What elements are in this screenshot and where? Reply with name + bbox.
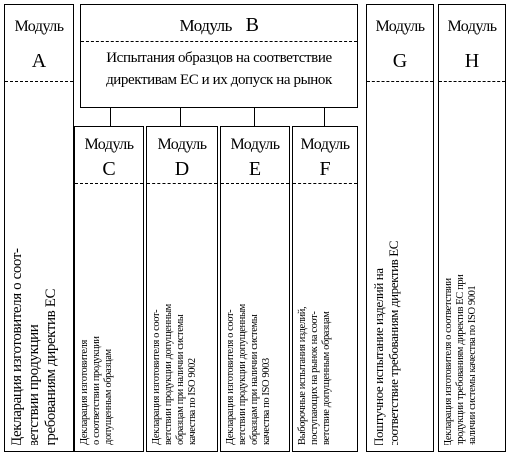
module-g-text: Поштучное испытание изделий на соответст… xyxy=(371,240,401,445)
module-h-letter: H xyxy=(464,50,480,72)
module-h-word: Модуль xyxy=(447,18,497,35)
module-h-text: Декларация изготовителя о соответствии п… xyxy=(443,274,478,445)
module-c-word: Модуль xyxy=(84,136,134,153)
module-b-divider xyxy=(81,41,357,42)
module-a-divider xyxy=(5,81,73,82)
module-e-text: Декларация изготовителя о соот- ветствии… xyxy=(225,304,272,445)
module-b-letter: B xyxy=(245,14,259,36)
module-g: Модуль G Поштучное испытание изделий на … xyxy=(366,4,434,452)
module-e: Модуль E Декларация изготовителя о соот-… xyxy=(220,126,290,452)
module-g-divider xyxy=(367,81,433,82)
module-a-text: Декларация изготовителя о соот- ветствии… xyxy=(9,248,59,445)
module-e-word: Модуль xyxy=(230,136,280,153)
module-b-word-text: Модуль xyxy=(179,16,233,35)
module-d-text-wrap: Декларация изготовителя о соот- ветствии… xyxy=(151,187,215,445)
module-c-text-wrap: Декларация изготовителя о соответствии п… xyxy=(79,187,141,445)
module-h-text-wrap: Декларация изготовителя о соответствии п… xyxy=(443,85,503,445)
module-d: Модуль D Декларация изготовителя о соот-… xyxy=(146,126,218,452)
module-g-text-wrap: Поштучное испытание изделий на соответст… xyxy=(371,85,431,445)
module-f-divider xyxy=(293,183,357,184)
module-h-divider xyxy=(439,81,505,82)
module-f-word: Модуль xyxy=(300,136,350,153)
module-f-letter: F xyxy=(319,158,331,180)
module-f-text: Выборочные испытания изделий, поступающи… xyxy=(297,306,332,445)
module-b-word: Модуль B xyxy=(81,15,357,35)
module-a-word: Модуль xyxy=(14,18,64,35)
module-d-divider xyxy=(147,183,217,184)
connector-c xyxy=(110,108,111,126)
module-e-letter: E xyxy=(248,158,262,180)
module-a-letter: A xyxy=(31,50,47,72)
module-c-text: Декларация изготовителя о соответствии п… xyxy=(79,336,114,445)
module-c: Модуль C Декларация изготовителя о соотв… xyxy=(74,126,144,452)
module-g-letter: G xyxy=(392,50,408,72)
module-c-divider xyxy=(75,183,143,184)
module-e-text-wrap: Декларация изготовителя о соот- ветствии… xyxy=(225,187,287,445)
module-e-divider xyxy=(221,183,289,184)
module-d-letter: D xyxy=(174,158,190,180)
connector-e xyxy=(254,108,255,126)
module-c-letter: C xyxy=(102,158,116,180)
module-a: Модуль A Декларация изготовителя о соот-… xyxy=(4,4,74,452)
module-a-text-wrap: Декларация изготовителя о соот- ветствии… xyxy=(9,85,71,445)
connector-d xyxy=(180,108,181,126)
module-d-text: Декларация изготовителя о соот- ветствии… xyxy=(151,304,198,445)
module-f-text-wrap: Выборочные испытания изделий, поступающи… xyxy=(297,187,355,445)
connector-f xyxy=(324,108,325,126)
module-h: Модуль H Декларация изготовителя о соотв… xyxy=(438,4,506,452)
module-b: Модуль B Испытания образцов на соответст… xyxy=(80,4,358,108)
module-b-desc: Испытания образцов на соответствие дирек… xyxy=(106,50,332,88)
module-d-word: Модуль xyxy=(157,136,207,153)
module-g-word: Модуль xyxy=(375,18,425,35)
module-f: Модуль F Выборочные испытания изделий, п… xyxy=(292,126,358,452)
